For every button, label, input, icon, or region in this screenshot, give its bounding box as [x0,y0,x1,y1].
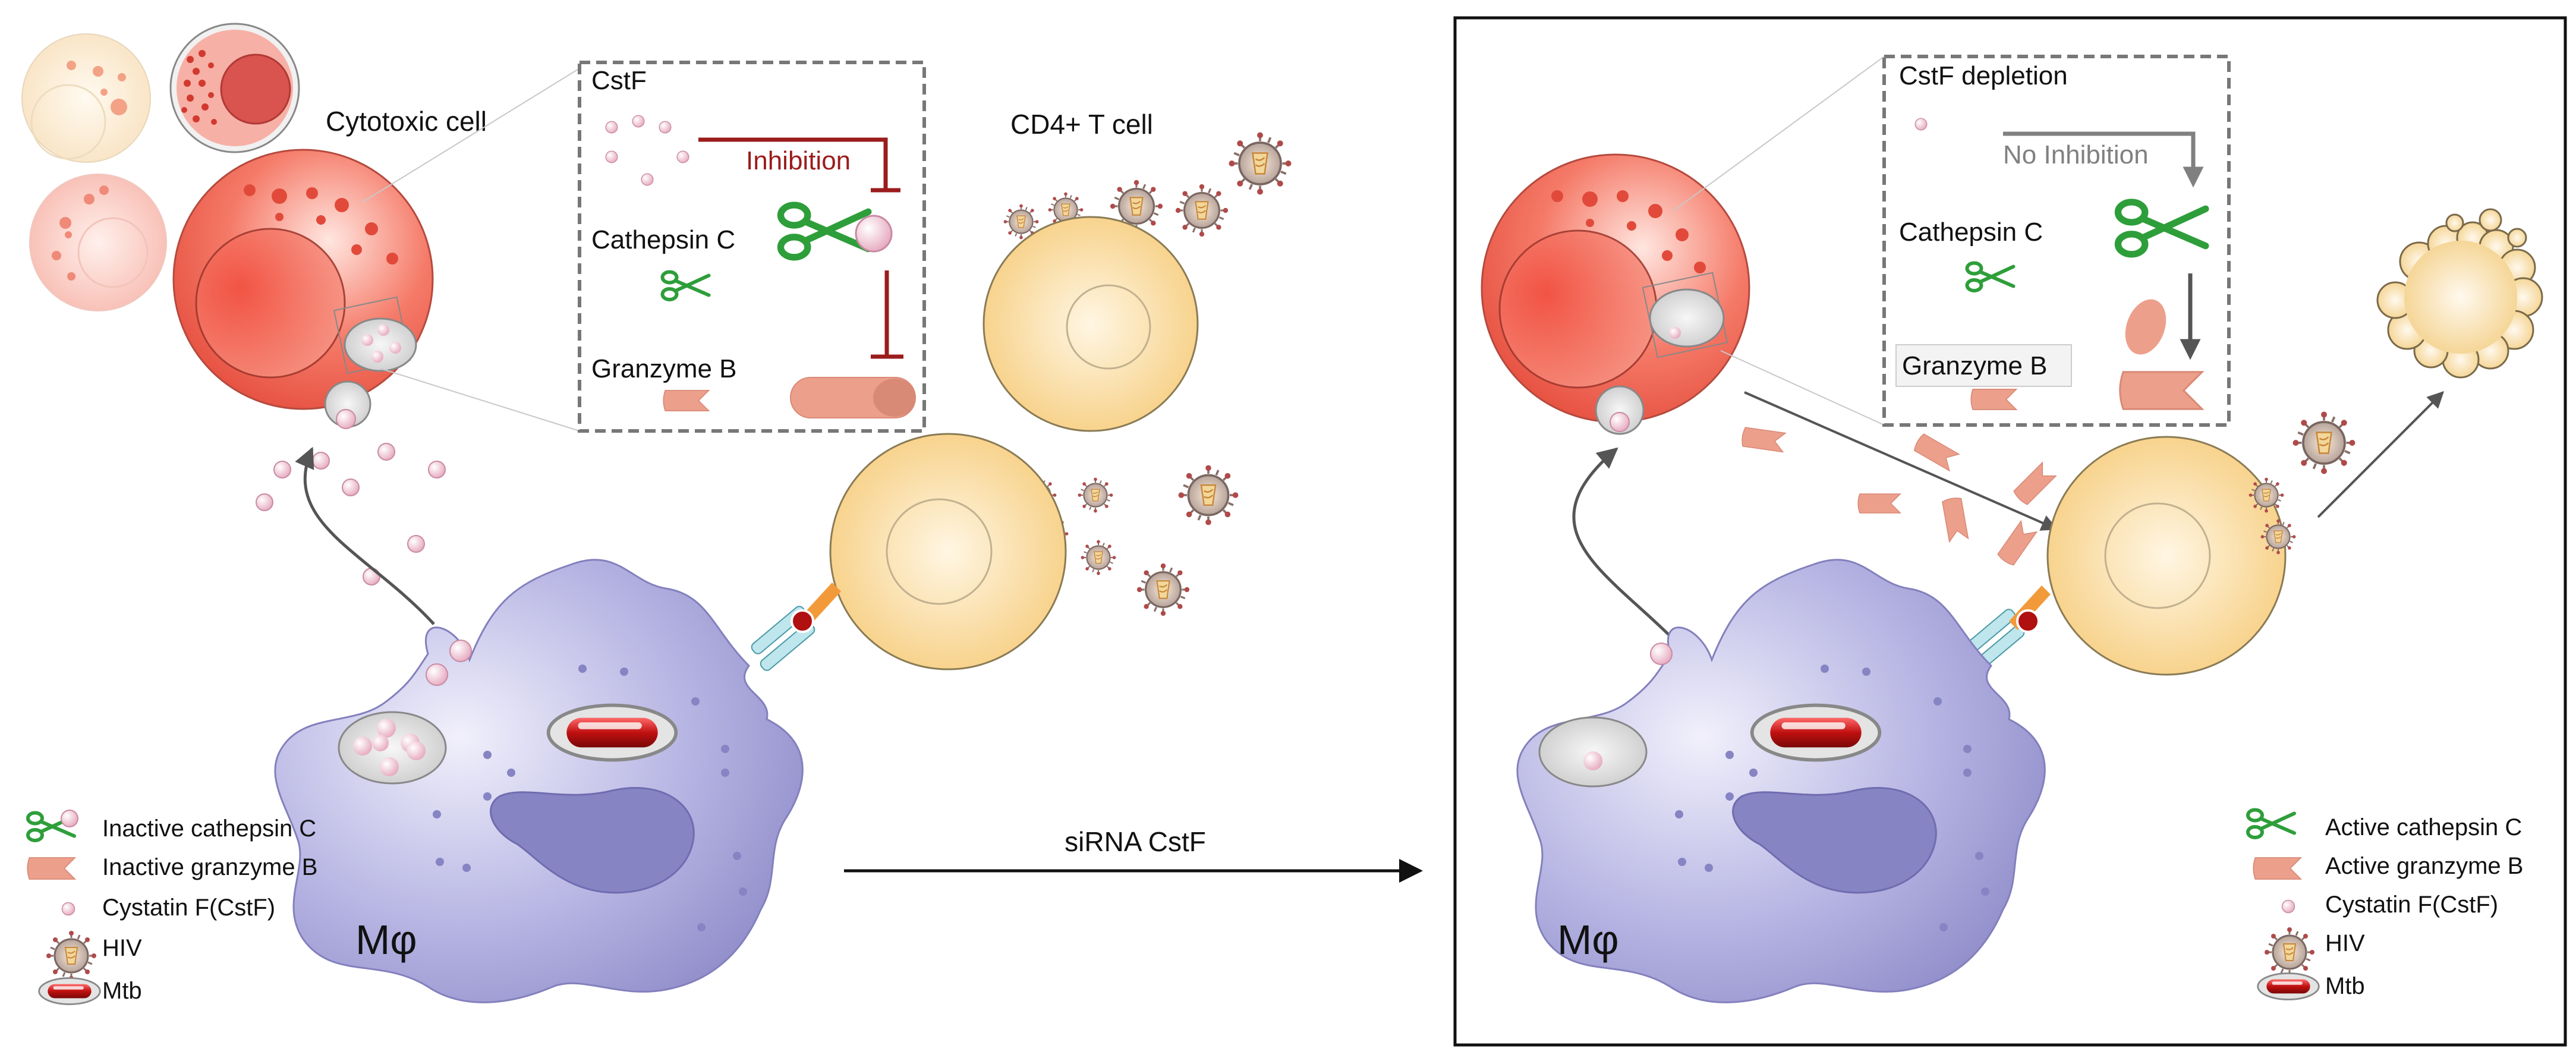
inset-single-cstf [1914,118,1928,131]
right-panel-frame [1453,16,2567,1047]
mtb-in-macrophage-right [1752,706,1880,760]
inset-cathepsin-label-right: Cathepsin C [1899,218,2043,247]
legend-left-3: HIV [102,935,142,961]
secreted-cstf-left [256,443,446,585]
legend-cystatin-icon [61,902,75,916]
legend-right-2: Cystatin F(CstF) [2325,892,2498,918]
legend-granzyme-icon [27,857,75,880]
right-panel: CstF depletion No Inhibition Cathepsin C… [1453,16,2567,1047]
legend-right-scissors-icon [2248,810,2294,838]
inactive-granzyme-large [790,377,916,418]
granzyme-delivery-arrow [1744,391,2058,531]
antigen-presentation-left [751,583,841,671]
macrophage-label-right: Mφ [1557,917,1619,963]
legend-mtb-icon [38,977,101,1005]
legend-right-0: Active cathepsin C [2325,814,2522,840]
legend-left-2: Cystatin F(CstF) [102,895,275,921]
pale-cell-pink [29,174,167,311]
legend-left: Inactive cathepsin C Inactive granzyme B… [27,810,317,1005]
no-inhibition-label: No Inhibition [2003,140,2149,169]
tcell-bottom [829,433,1067,670]
tcell-top [982,216,1199,432]
lysed-tcell [2376,208,2543,379]
legend-right-cystatin-icon [2281,899,2295,914]
zoom-line-bottom-right [1720,350,1885,426]
secretion-arrow-left [295,446,435,625]
lysis-arrow [2317,391,2444,518]
pale-cell-yellow [21,33,151,163]
no-inhibition-connector [2003,131,2204,188]
legend-right: Active cathepsin C Active granzyme B Cys… [2248,810,2523,1000]
legend-right-granzyme-icon [2253,857,2301,880]
legend-hiv-icon [45,930,97,982]
inhibition-connector [698,137,888,190]
granzyme-label-box [1895,344,2072,387]
macrophage-left [274,559,804,1003]
inset-granzyme-label: Granzyme B [591,354,737,383]
tcell-label: CD4+ T cell [1010,109,1153,140]
legend-right-hiv-icon [2263,926,2316,978]
inset-cstf-label: CstF [591,66,647,95]
pale-cell-red [169,23,300,153]
cytotoxic-cell [172,149,434,429]
hiv-free-right [2291,410,2357,476]
legend-right-mtb-icon [2257,972,2320,1000]
macrophage-label-left: Mφ [355,917,417,963]
cytotoxic-cell-right [1481,153,1750,435]
zoom-line-top [362,68,580,203]
granzyme-precursor [2125,299,2166,355]
bound-cstf [855,215,893,253]
left-panel: Cytotoxic cell CstF Inhibition Cathepsin… [21,23,1293,1005]
right-inset-box: CstF depletion No Inhibition Cathepsin C… [1882,55,2231,427]
macrophage-right [1516,559,2046,1003]
zoom-line-bottom [380,368,580,432]
inset-depletion-label: CstF depletion [1899,61,2068,90]
legend-right-4: Mtb [2325,973,2365,999]
inset-cathepsin-label: Cathepsin C [591,225,735,254]
legend-right-1: Active granzyme B [2325,853,2523,879]
inhibition-label: Inhibition [746,146,851,175]
inset-granzyme-label-right: Granzyme B [1902,351,2048,380]
legend-left-0: Inactive cathepsin C [102,816,316,842]
cytotoxic-cell-label: Cytotoxic cell [326,106,487,137]
secretion-arrow-right [1572,447,1674,640]
legend-left-1: Inactive granzyme B [102,854,317,880]
left-inset-box: CstF Inhibition Cathepsin C Granzyme B [578,61,926,433]
legend-bound-cstf [61,810,78,827]
mtb-in-macrophage-left [549,706,676,760]
sirna-label: siRNA CstF [1065,826,1206,857]
tcell-target [2046,436,2297,676]
legend-left-4: Mtb [102,978,142,1004]
legend-right-3: HIV [2325,930,2365,956]
zoom-line-top-right [1673,56,1885,212]
